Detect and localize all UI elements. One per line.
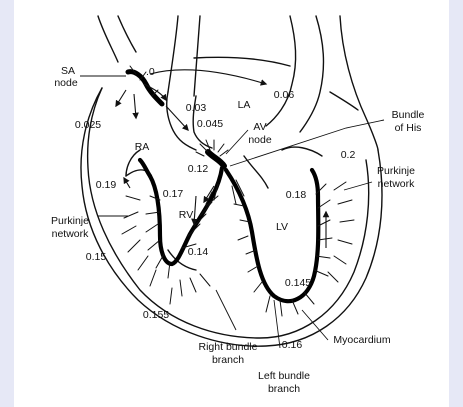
heart-conduction-diagram: SA node AV node Bundle of His Purkinje n… (14, 0, 449, 407)
purkinje-left-label-2: network (52, 228, 90, 240)
time-0155: 0.155 (143, 309, 169, 321)
rv-label: RV (179, 209, 193, 221)
myocardium-label: Myocardium (333, 334, 390, 346)
time-019: 0.19 (96, 179, 117, 191)
sa-node-label-1: SA (61, 65, 75, 77)
time-016: 0.16 (282, 339, 303, 351)
la-label: LA (238, 99, 251, 111)
purkinje-left-label-1: Purkinje (51, 215, 89, 227)
time-0: .0 (146, 66, 155, 78)
time-017: 0.17 (163, 188, 184, 200)
leader-lines (80, 76, 384, 348)
left-bundle-branch-label-1: Left bundle (258, 370, 310, 382)
right-bundle-branch-label-2: branch (212, 354, 244, 366)
time-018: 0.18 (286, 189, 307, 201)
av-node-label-2: node (248, 134, 272, 146)
time-003: 0.03 (186, 102, 207, 114)
left-bundle-branch-label-2: branch (268, 383, 300, 395)
lv-label: LV (276, 221, 288, 233)
ra-label: RA (135, 141, 150, 153)
right-bundle-branch-label-1: Right bundle (199, 341, 258, 353)
purkinje-right-label-1: Purkinje (377, 165, 415, 177)
time-015: 0.15 (86, 251, 107, 263)
purkinje-right-label-2: network (378, 178, 416, 190)
time-0025: 0.025 (75, 119, 101, 131)
time-014: 0.14 (188, 246, 209, 258)
av-node-label-1: AV (253, 121, 266, 133)
time-0045: 0.045 (197, 118, 223, 130)
time-006: 0.06 (274, 89, 295, 101)
bundle-of-his-label-1: Bundle (392, 109, 425, 121)
sa-node-label-2: node (54, 77, 78, 89)
time-012: 0.12 (188, 163, 209, 175)
bundle-of-his-label-2: of His (395, 122, 422, 134)
time-0145: 0.145 (285, 277, 311, 289)
time-02: 0.2 (341, 149, 356, 161)
